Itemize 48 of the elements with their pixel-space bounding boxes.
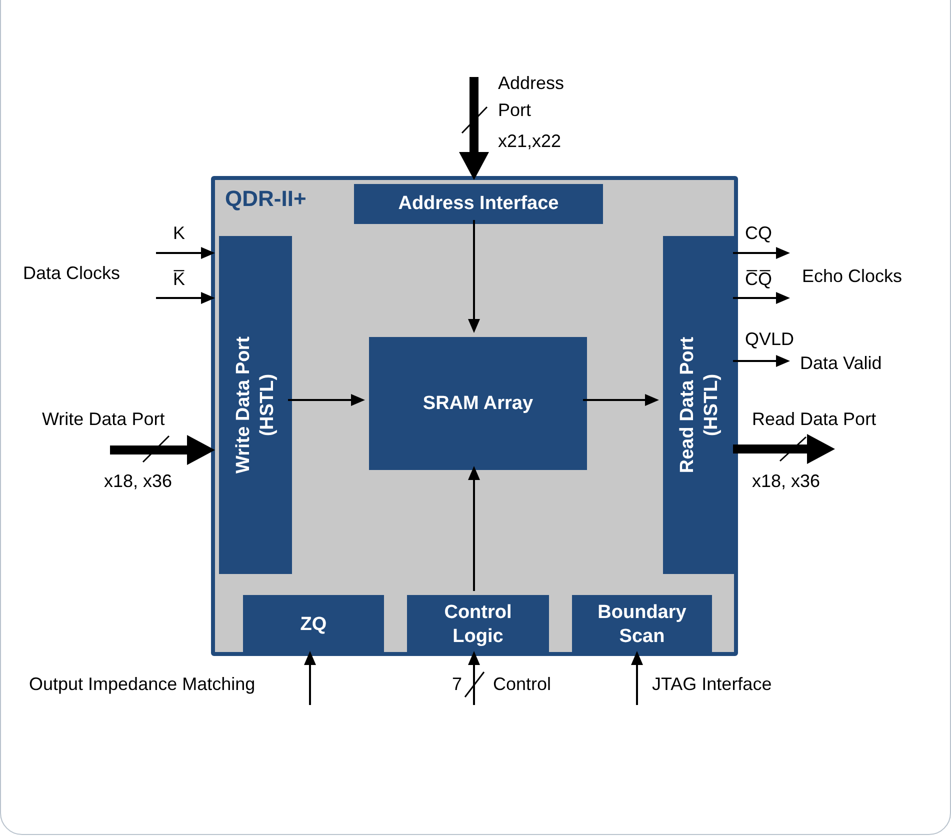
bus-arrow xyxy=(459,77,489,180)
signal-label: Output Impedance Matching xyxy=(29,673,256,695)
signal-note: x21,x22 xyxy=(498,130,562,152)
block-label: Read Data Port (HSTL) xyxy=(676,336,723,476)
bus-arrow xyxy=(733,434,835,464)
arrow xyxy=(468,466,480,591)
signal-note: 7 xyxy=(452,673,462,695)
signal-note: Echo Clocks xyxy=(802,265,902,287)
signal-label: Control xyxy=(493,673,552,695)
arrow xyxy=(733,292,790,304)
function-block xyxy=(243,595,384,655)
signal-label: K xyxy=(173,222,186,244)
interface-block xyxy=(354,184,603,224)
bus-arrow xyxy=(110,435,215,465)
function-block xyxy=(407,595,549,655)
port-block xyxy=(663,236,737,574)
signal-label: JTAG Interface xyxy=(652,673,772,695)
block-label: Boundary Scan xyxy=(596,601,688,649)
signal-note: Data Clocks xyxy=(23,262,120,284)
signal-note: x18, x36 xyxy=(752,470,820,492)
port-block xyxy=(219,236,292,574)
block-label: SRAM Array xyxy=(422,392,534,416)
memory-array-block xyxy=(369,337,587,470)
arrow xyxy=(288,394,365,406)
block-label: Write Data Port (HSTL) xyxy=(232,336,278,476)
block-label: Control Logic xyxy=(443,601,513,649)
arrow xyxy=(583,394,659,406)
signal-label: K̅ xyxy=(173,268,186,290)
block-label: ZQ xyxy=(300,613,327,637)
function-block xyxy=(572,595,712,655)
arrow xyxy=(156,292,215,304)
arrow xyxy=(156,247,215,259)
chip-block xyxy=(211,176,738,656)
arrow xyxy=(468,220,480,333)
signal-label: Write Data Port xyxy=(42,408,165,430)
signal-note: x18, x36 xyxy=(104,470,172,492)
arrow xyxy=(631,651,643,705)
arrow xyxy=(733,247,790,259)
block-label: Address Interface xyxy=(398,192,559,216)
signal-label: Read Data Port xyxy=(752,408,876,430)
signal-label: C̅Q̅ xyxy=(745,268,772,290)
arrow xyxy=(733,355,790,367)
arrow xyxy=(304,651,316,705)
signal-note: Data Valid xyxy=(800,352,882,374)
arrow xyxy=(468,651,480,705)
signal-label: QVLD xyxy=(745,328,794,350)
signal-label: CQ xyxy=(745,222,772,244)
chip-title: QDR-II+ xyxy=(225,188,306,210)
